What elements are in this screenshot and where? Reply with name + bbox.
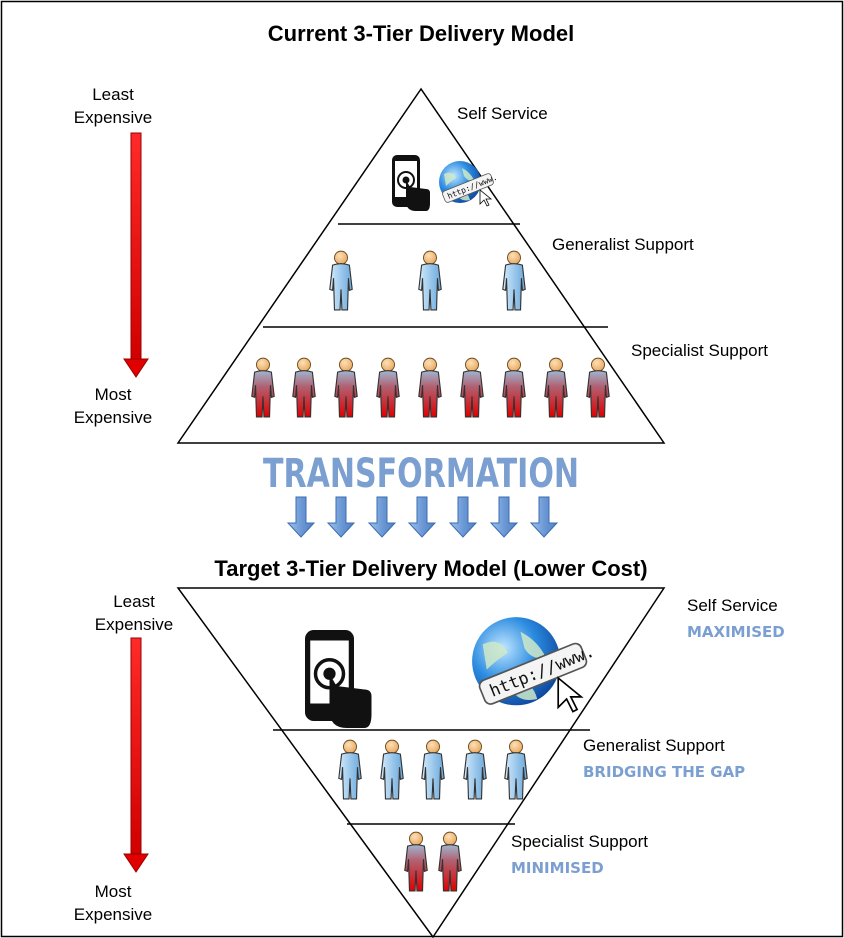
target-tier-specialist-label: Specialist Support: [511, 832, 648, 851]
down-arrow-icon: [448, 496, 478, 538]
down-arrow-icon: [529, 496, 559, 538]
web-globe-icon: http://www.: [472, 617, 597, 713]
current-scale-bottom-line1: Most: [95, 385, 132, 404]
current-scale-top-line1: Least: [92, 85, 134, 104]
down-arrow-icon: [407, 496, 437, 538]
down-arrow-icon: [367, 496, 397, 538]
target-scale-top-line1: Least: [113, 592, 155, 611]
mobile-touch-icon: [392, 155, 430, 211]
target-tier-generalist-label: Generalist Support: [583, 736, 725, 755]
current-model-title: Current 3-Tier Delivery Model: [268, 21, 574, 46]
current-scale-top-line2: Expensive: [74, 108, 152, 127]
current-cost-scale-arrow: [123, 132, 149, 378]
mobile-touch-icon: [305, 630, 372, 728]
target-scale-bottom-line2: Expensive: [74, 905, 152, 924]
target-scale-bottom-line1: Most: [95, 882, 132, 901]
transformation-arrows: [286, 496, 559, 538]
target-cost-scale-arrow: [123, 637, 149, 873]
current-tier-generalist-label: Generalist Support: [552, 235, 694, 254]
down-arrow-icon: [489, 496, 519, 538]
target-scale-top-line2: Expensive: [95, 615, 173, 634]
current-specialist-people: [251, 357, 610, 418]
target-tier-specialist-status: MINIMISED: [511, 859, 604, 877]
current-tier-self-service-label: Self Service: [457, 104, 548, 123]
target-model-title: Target 3-Tier Delivery Model (Lower Cost…: [214, 556, 647, 581]
target-tier-generalist-status: BRIDGING THE GAP: [583, 763, 745, 781]
down-arrow-icon: [326, 496, 356, 538]
current-tier-specialist-label: Specialist Support: [631, 341, 768, 360]
target-tier-self-service-status: MAXIMISED: [687, 623, 785, 641]
web-globe-icon: http://www.: [439, 161, 499, 207]
target-tier-self-service-label: Self Service: [687, 596, 778, 615]
down-arrow-icon: [286, 496, 316, 538]
current-scale-bottom-line2: Expensive: [74, 408, 152, 427]
transformation-label: TRANSFORMATION: [263, 451, 579, 497]
